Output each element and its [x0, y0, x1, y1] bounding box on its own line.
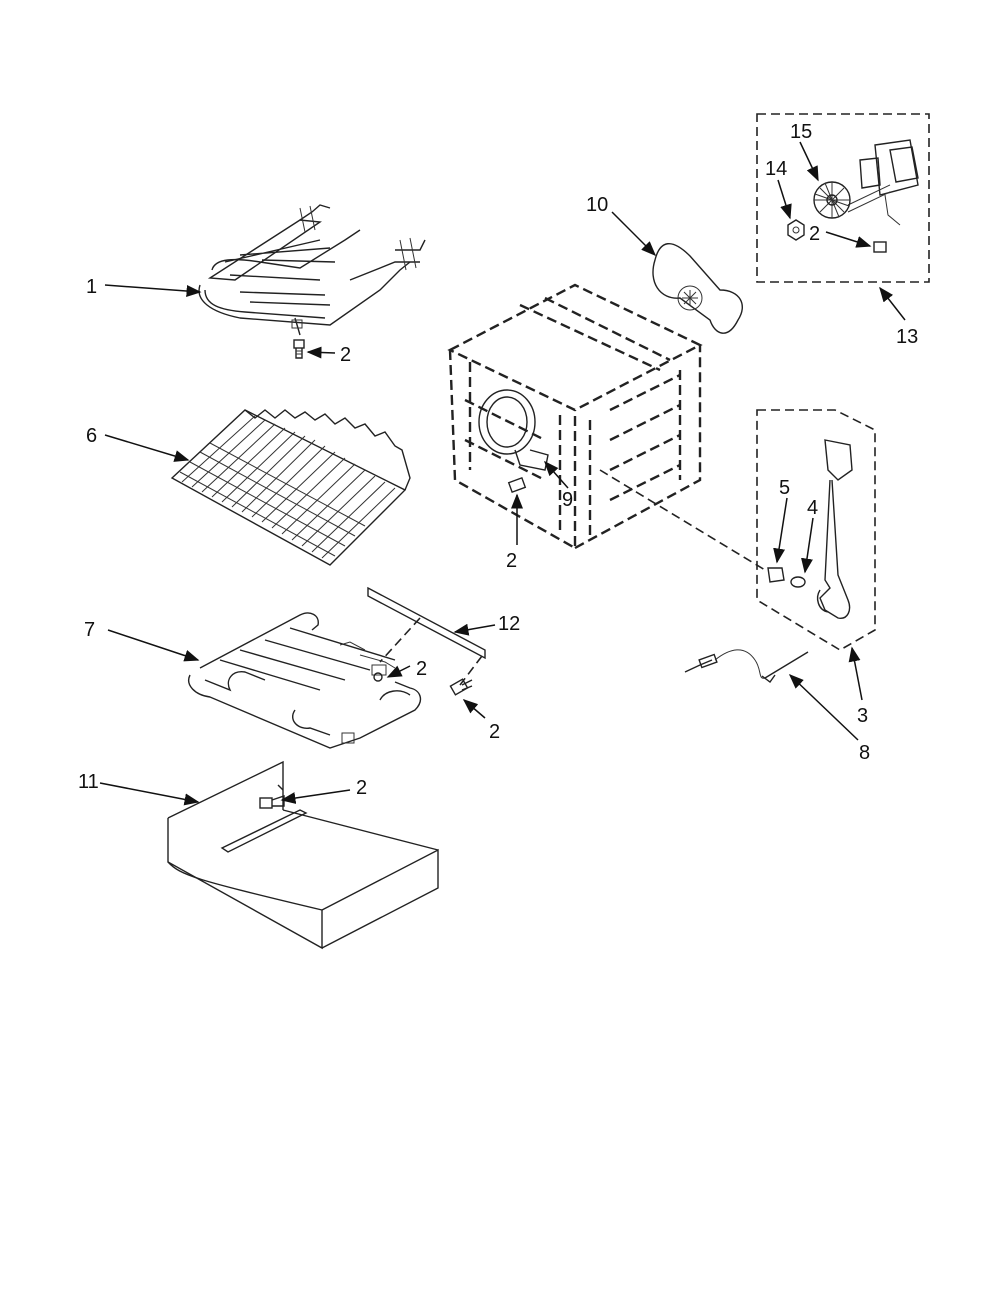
callout-2-cavity-screw: 2 — [506, 550, 517, 572]
callout-2-element-screw: 2 — [416, 658, 427, 680]
callout-13: 13 — [896, 326, 918, 348]
callout-12: 12 — [498, 613, 520, 635]
callout-3: 3 — [857, 705, 868, 727]
screw-2-element — [373, 672, 383, 682]
callout-10: 10 — [586, 194, 608, 216]
meat-probe — [684, 649, 809, 683]
callout-14: 14 — [765, 158, 787, 180]
callout-9: 9 — [562, 489, 573, 511]
callout-5: 5 — [779, 477, 790, 499]
fan-motor-group — [756, 113, 930, 283]
callout-4: 4 — [807, 497, 818, 519]
screw-3 — [449, 678, 473, 696]
leader-lines — [99, 141, 906, 806]
callout-15: 15 — [790, 121, 812, 143]
callout-2-bracket-screw: 2 — [489, 721, 500, 743]
bottom-panel — [167, 760, 439, 950]
screw-4 — [259, 795, 285, 809]
sensor-assembly-group — [599, 409, 876, 651]
bake-element — [188, 612, 422, 749]
callout-8: 8 — [859, 742, 870, 764]
callout-6: 6 — [86, 425, 97, 447]
callout-11: 11 — [78, 771, 99, 793]
convection-element — [478, 389, 549, 471]
fan-baffle — [652, 243, 743, 334]
callout-1: 1 — [86, 276, 97, 298]
bracket — [367, 586, 486, 686]
screw-1 — [293, 339, 305, 359]
oven-cavity — [447, 283, 703, 551]
callout-2-motor-screw: 2 — [809, 223, 820, 245]
callout-7: 7 — [84, 619, 95, 641]
callout-2-panel-screw: 2 — [356, 777, 367, 799]
callout-2-broil-screw: 2 — [340, 344, 351, 366]
callout-labels: 1 2 2 2 2 2 2 3 4 5 6 7 8 9 10 11 12 13 … — [78, 121, 918, 799]
oven-rack — [170, 409, 411, 566]
screw-5 — [507, 477, 527, 493]
broil-element — [198, 204, 426, 336]
